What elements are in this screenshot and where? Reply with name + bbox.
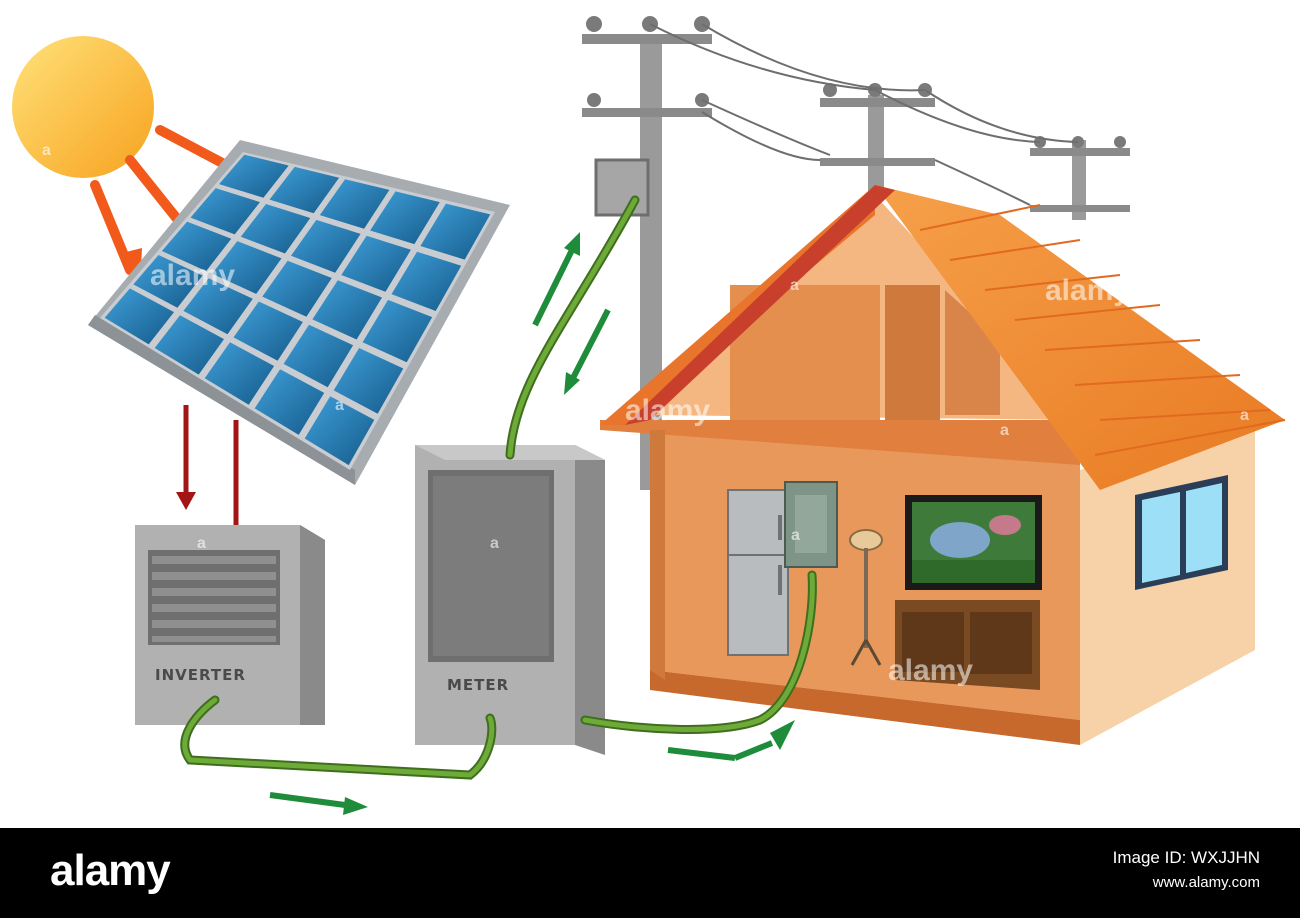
- watermark-letter: a: [790, 277, 799, 294]
- dc-connection: [176, 405, 239, 540]
- sun-icon: a: [12, 36, 154, 178]
- tv-icon: [905, 495, 1042, 590]
- flow-arrow-icon: [564, 308, 611, 395]
- meter-label: METER: [447, 676, 509, 694]
- power-lines: [649, 23, 1079, 206]
- fridge-icon: [727, 489, 789, 656]
- panel-cell: [341, 235, 411, 292]
- panel-cell: [133, 255, 203, 308]
- watermark-letter: a: [335, 397, 344, 414]
- tv-cabinet: [895, 600, 1040, 690]
- panel-cell: [183, 278, 253, 335]
- panel-cell: [312, 280, 382, 340]
- watermark-letter: a: [42, 142, 51, 159]
- flow-arrow-icon: [532, 232, 580, 327]
- utility-pole-icon: [1030, 136, 1130, 220]
- floor-lamp-icon: [849, 529, 883, 666]
- panel-cell: [104, 288, 174, 345]
- panel-cell: [291, 219, 361, 273]
- cables-inner: [182, 197, 815, 778]
- watermark-letter: a: [1000, 422, 1009, 439]
- panel-cell: [240, 204, 311, 254]
- footer-bar: alamy Image ID: WXJJHN www.alamy.com: [0, 828, 1300, 918]
- meter-icon: METER a: [415, 445, 605, 755]
- watermark-text: alamy: [150, 259, 235, 292]
- roof: [600, 185, 1286, 490]
- panel-cell: [370, 191, 440, 245]
- watermark-text: alamy: [888, 654, 973, 687]
- panel-cell: [161, 221, 232, 272]
- inverter-label: INVERTER: [155, 666, 246, 684]
- inverter-icon: INVERTER a: [135, 525, 325, 725]
- panel-cell: [420, 203, 491, 260]
- window-icon: [1135, 475, 1228, 590]
- flow-arrow-icon: [667, 720, 795, 761]
- watermark-letter: a: [1240, 407, 1249, 424]
- watermark-letter: a: [490, 535, 499, 552]
- panel-cell: [254, 369, 325, 435]
- panel-cell: [283, 324, 354, 388]
- utility-pole-icon: [820, 83, 935, 195]
- utility-poles: [582, 16, 1130, 490]
- transformer-box: [594, 158, 650, 217]
- panel-cell: [233, 301, 303, 361]
- watermark-text: alamy: [625, 394, 710, 427]
- inverter-vent: [148, 550, 280, 645]
- flow-arrows: [269, 232, 795, 815]
- breaker-box-icon: a: [784, 481, 838, 568]
- panel-cell: [262, 260, 332, 317]
- panel-cell: [154, 315, 224, 375]
- panel-cell: [212, 241, 282, 294]
- panel-cell: [219, 154, 289, 198]
- footer-logo: alamy: [50, 846, 171, 895]
- panel-cell: [319, 179, 390, 229]
- utility-pole-icon: [582, 16, 712, 490]
- panel-cell: [362, 299, 433, 363]
- watermark-text: alamy: [1045, 274, 1130, 307]
- panel-cell: [333, 348, 404, 414]
- solar-panel-icon: alamy a: [88, 140, 510, 485]
- down-arrow-icon: [176, 492, 196, 510]
- panel-cell: [304, 396, 375, 466]
- footer-url: www.alamy.com: [1152, 874, 1260, 891]
- panel-cell: [204, 342, 275, 405]
- panel-cell: [190, 188, 260, 235]
- house-icon: alamy alamy a a a a: [600, 185, 1286, 745]
- flow-arrow-icon: [269, 792, 368, 815]
- panel-cells: [104, 154, 491, 466]
- panel-cell: [269, 166, 340, 214]
- solar-system-diagram: a alamy a: [12, 16, 1286, 815]
- image-id: Image ID: WXJJHN: [1112, 848, 1260, 867]
- watermark-letter: a: [791, 527, 800, 544]
- panel-cell: [391, 251, 462, 311]
- watermark-letter: a: [197, 535, 206, 552]
